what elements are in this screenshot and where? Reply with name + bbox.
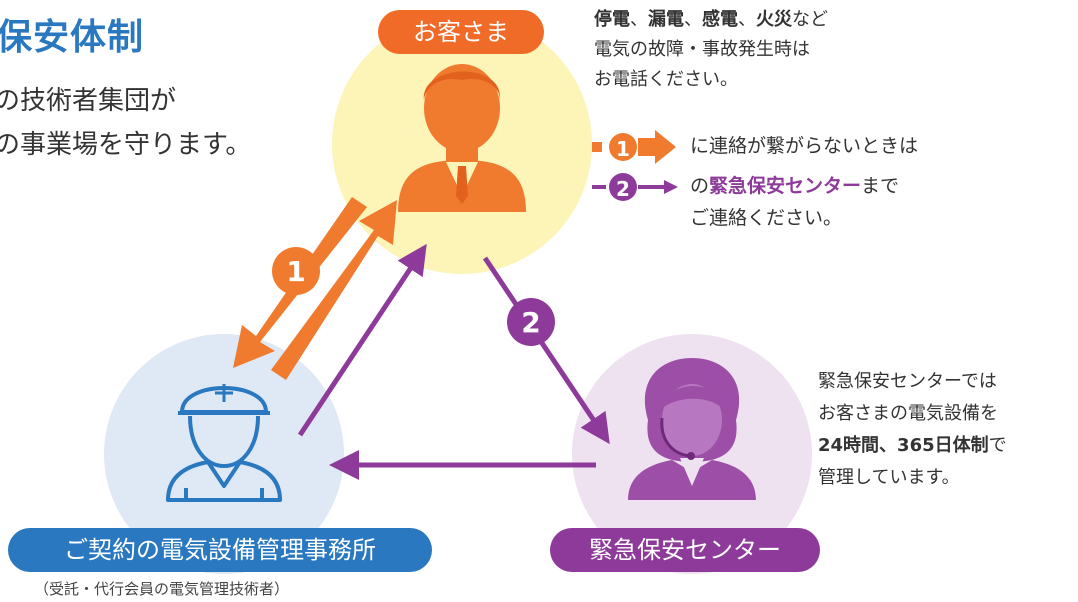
- legend-row-1: に連絡が繋がらないときは: [690, 135, 919, 157]
- center-label: 緊急保安センター: [550, 528, 820, 572]
- route-1-arrows: [233, 197, 397, 380]
- legend-row-2: の緊急保安センターまで: [690, 175, 900, 197]
- step-1-badge: [272, 247, 320, 295]
- svg-text:2: 2: [616, 177, 630, 201]
- office-circle: [104, 334, 344, 574]
- arrow-customer-to-center: [482, 256, 610, 445]
- arrow-to-customer: [271, 200, 397, 380]
- intro-line-2: の事業場を守ります。: [0, 130, 252, 160]
- svg-text:1: 1: [616, 137, 630, 161]
- center-info-line-3: 24時間、365日体制で: [818, 435, 1007, 456]
- center-info-line-2: お客さまの電気設備を: [818, 403, 998, 424]
- step-1-label: 1: [286, 255, 305, 288]
- arrow-office-to-customer: [297, 243, 427, 437]
- step-2-label: 2: [521, 306, 540, 339]
- businessman-icon: [398, 64, 526, 212]
- office-sublabel: （受託・代行会員の電気管理技術者）: [34, 580, 290, 598]
- office-label: ご契約の電気設備管理事務所: [8, 528, 432, 572]
- legend-arrow-1: 1: [592, 130, 676, 164]
- legend-row-3: ご連絡ください。: [690, 207, 843, 229]
- operator-headset-icon: [628, 358, 756, 500]
- notice-line-2: 電気の故障・事故発生時は: [594, 39, 810, 60]
- worker-helmet-icon: [166, 384, 282, 502]
- customer-label: お客さま: [378, 10, 544, 54]
- step-2-badge: [507, 298, 555, 346]
- notice-line-1: 停電、漏電、感電、火災など: [594, 9, 828, 30]
- center-info-line-1: 緊急保安センターでは: [818, 371, 997, 392]
- legend-arrow-2: 2: [592, 173, 678, 201]
- page-title: 保安体制: [0, 17, 145, 58]
- intro-line-1: の技術者集団が: [0, 86, 177, 116]
- center-info-line-4: 管理しています。: [818, 467, 960, 488]
- notice-line-3: お電話ください。: [594, 69, 738, 90]
